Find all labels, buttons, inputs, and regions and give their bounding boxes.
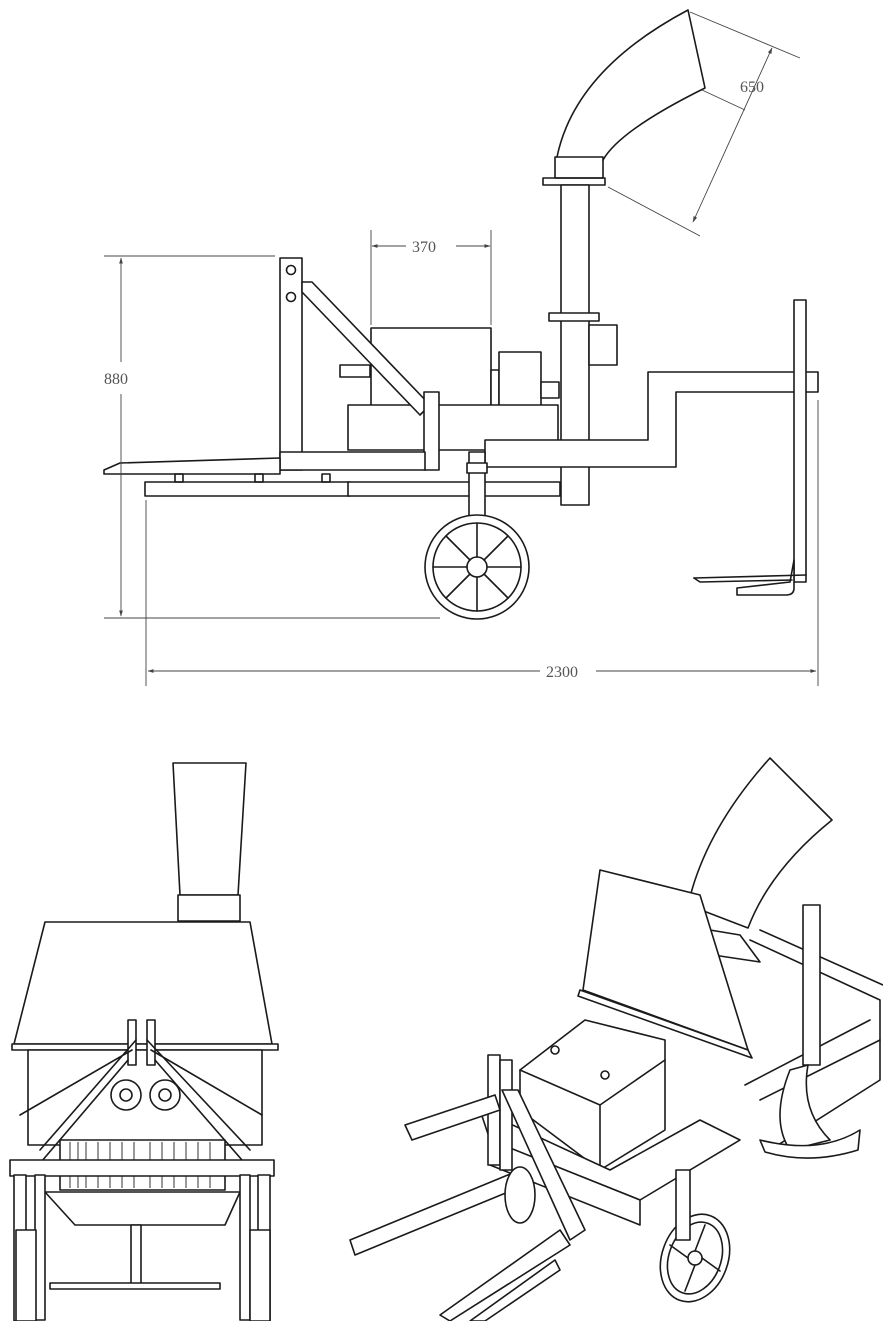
iso-chute <box>687 757 833 929</box>
isometric-view <box>349 757 883 1321</box>
iso-wheel <box>659 1213 731 1303</box>
front-wheel-left <box>15 1229 37 1321</box>
front-view <box>9 762 279 1321</box>
discharge-chute <box>556 9 706 161</box>
chute-flange <box>542 177 606 186</box>
rear-stand <box>793 299 807 583</box>
main-frame <box>279 451 426 471</box>
dim-height: 880 <box>104 371 128 388</box>
front-chute <box>172 762 247 896</box>
front-wheel-right <box>249 1229 271 1321</box>
dimension-lines: 650 370 880 2300 <box>104 11 819 686</box>
dim-chute-width: 650 <box>740 79 764 96</box>
wheel <box>424 514 530 620</box>
dim-length: 2300 <box>546 664 578 681</box>
drawbar <box>103 457 281 475</box>
iso-rear-stand <box>802 904 821 1066</box>
front-hood <box>13 921 273 1045</box>
hitch-mast <box>279 257 303 471</box>
side-view <box>103 9 819 620</box>
dim-hopper-width: 370 <box>412 239 436 256</box>
wheel-strut <box>468 451 486 519</box>
